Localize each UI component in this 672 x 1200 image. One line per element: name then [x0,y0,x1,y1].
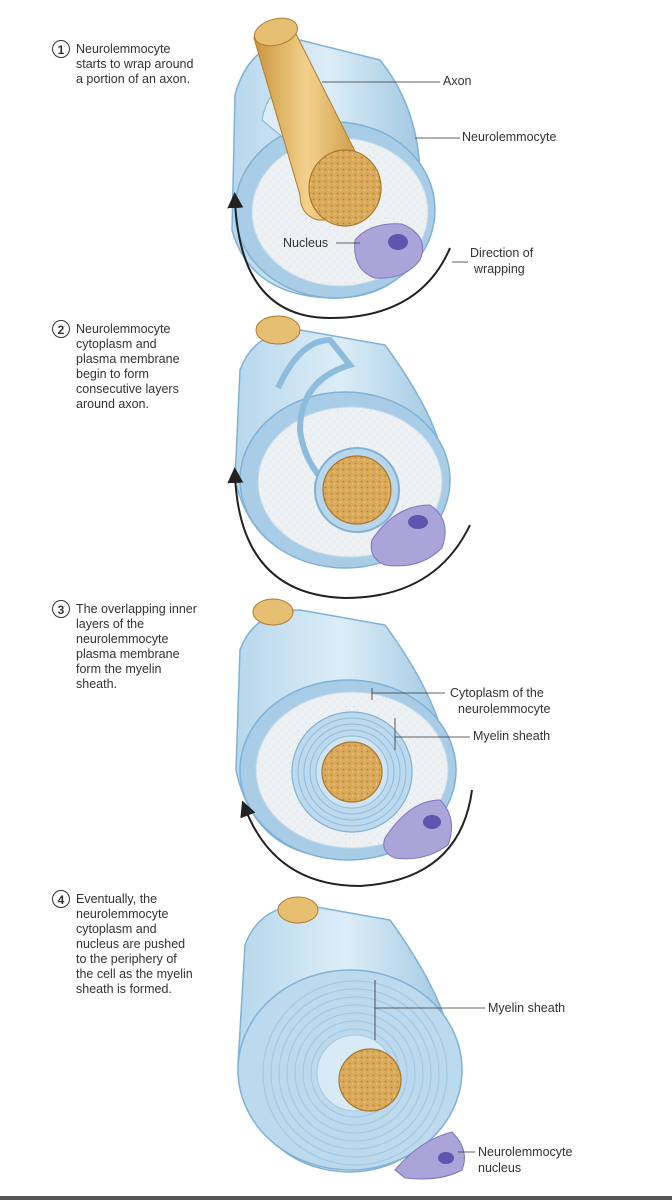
step-2-line: around axon. [76,397,149,411]
step-4-line: nucleus are pushed [76,937,186,951]
label-myelin-sheath-3: Myelin sheath [473,729,551,743]
label-neurolemmocyte: Neurolemmocyte [462,130,557,144]
figure-4 [237,896,485,1180]
label-axon: Axon [443,74,472,88]
direction-arrow-2 [227,467,471,600]
step-4-line: neurolemmocyte [76,907,169,921]
step-3-line: plasma membrane [76,647,180,661]
label-myelin-sheath-4: Myelin sheath [488,1001,566,1015]
label-direction-line1: Direction of [470,246,534,260]
step-3-line: The overlapping inner [76,602,197,616]
step-4-line: sheath is formed. [76,982,172,996]
figure-2 [227,315,471,600]
step-3-line: sheath. [76,677,118,691]
step-1-line: starts to wrap around [76,57,194,71]
step-3-line: form the myelin [76,662,162,676]
label-cytoplasm-line2: neurolemmocyte [458,702,551,716]
step-1-line: Neurolemmocyte [76,42,171,56]
step-4-line: the cell as the myelin [76,967,193,981]
step-4-number: 4 [52,890,70,908]
step-3-line: neurolemmocyte [76,632,169,646]
label-nucleus4-line2: nucleus [478,1161,522,1175]
label-nucleus: Nucleus [283,236,329,250]
step-4-line: Eventually, the [76,892,158,906]
label-direction-line2: wrapping [474,262,525,276]
step-1-number: 1 [52,40,70,58]
step-3-line: layers of the [76,617,145,631]
step-3-number: 3 [52,600,70,618]
figure-1 [227,17,468,320]
direction-arrow-3 [240,789,473,888]
label-cytoplasm-line1: Cytoplasm of the [450,686,544,700]
label-nucleus4-line1: Neurolemmocyte [478,1145,573,1159]
direction-arrow-1 [227,192,451,320]
step-2-number: 2 [52,320,70,338]
step-2-line: consecutive layers [76,382,179,396]
figure-3 [235,598,473,888]
step-2-line: begin to form [76,367,149,381]
step-2-line: cytoplasm and [76,337,157,351]
step-4-line: to the periphery of [76,952,177,966]
step-2-line: plasma membrane [76,352,180,366]
bottom-divider [0,1196,672,1200]
step-1-line: a portion of an axon. [76,72,190,86]
step-4-line: cytoplasm and [76,922,157,936]
step-2-line: Neurolemmocyte [76,322,171,336]
